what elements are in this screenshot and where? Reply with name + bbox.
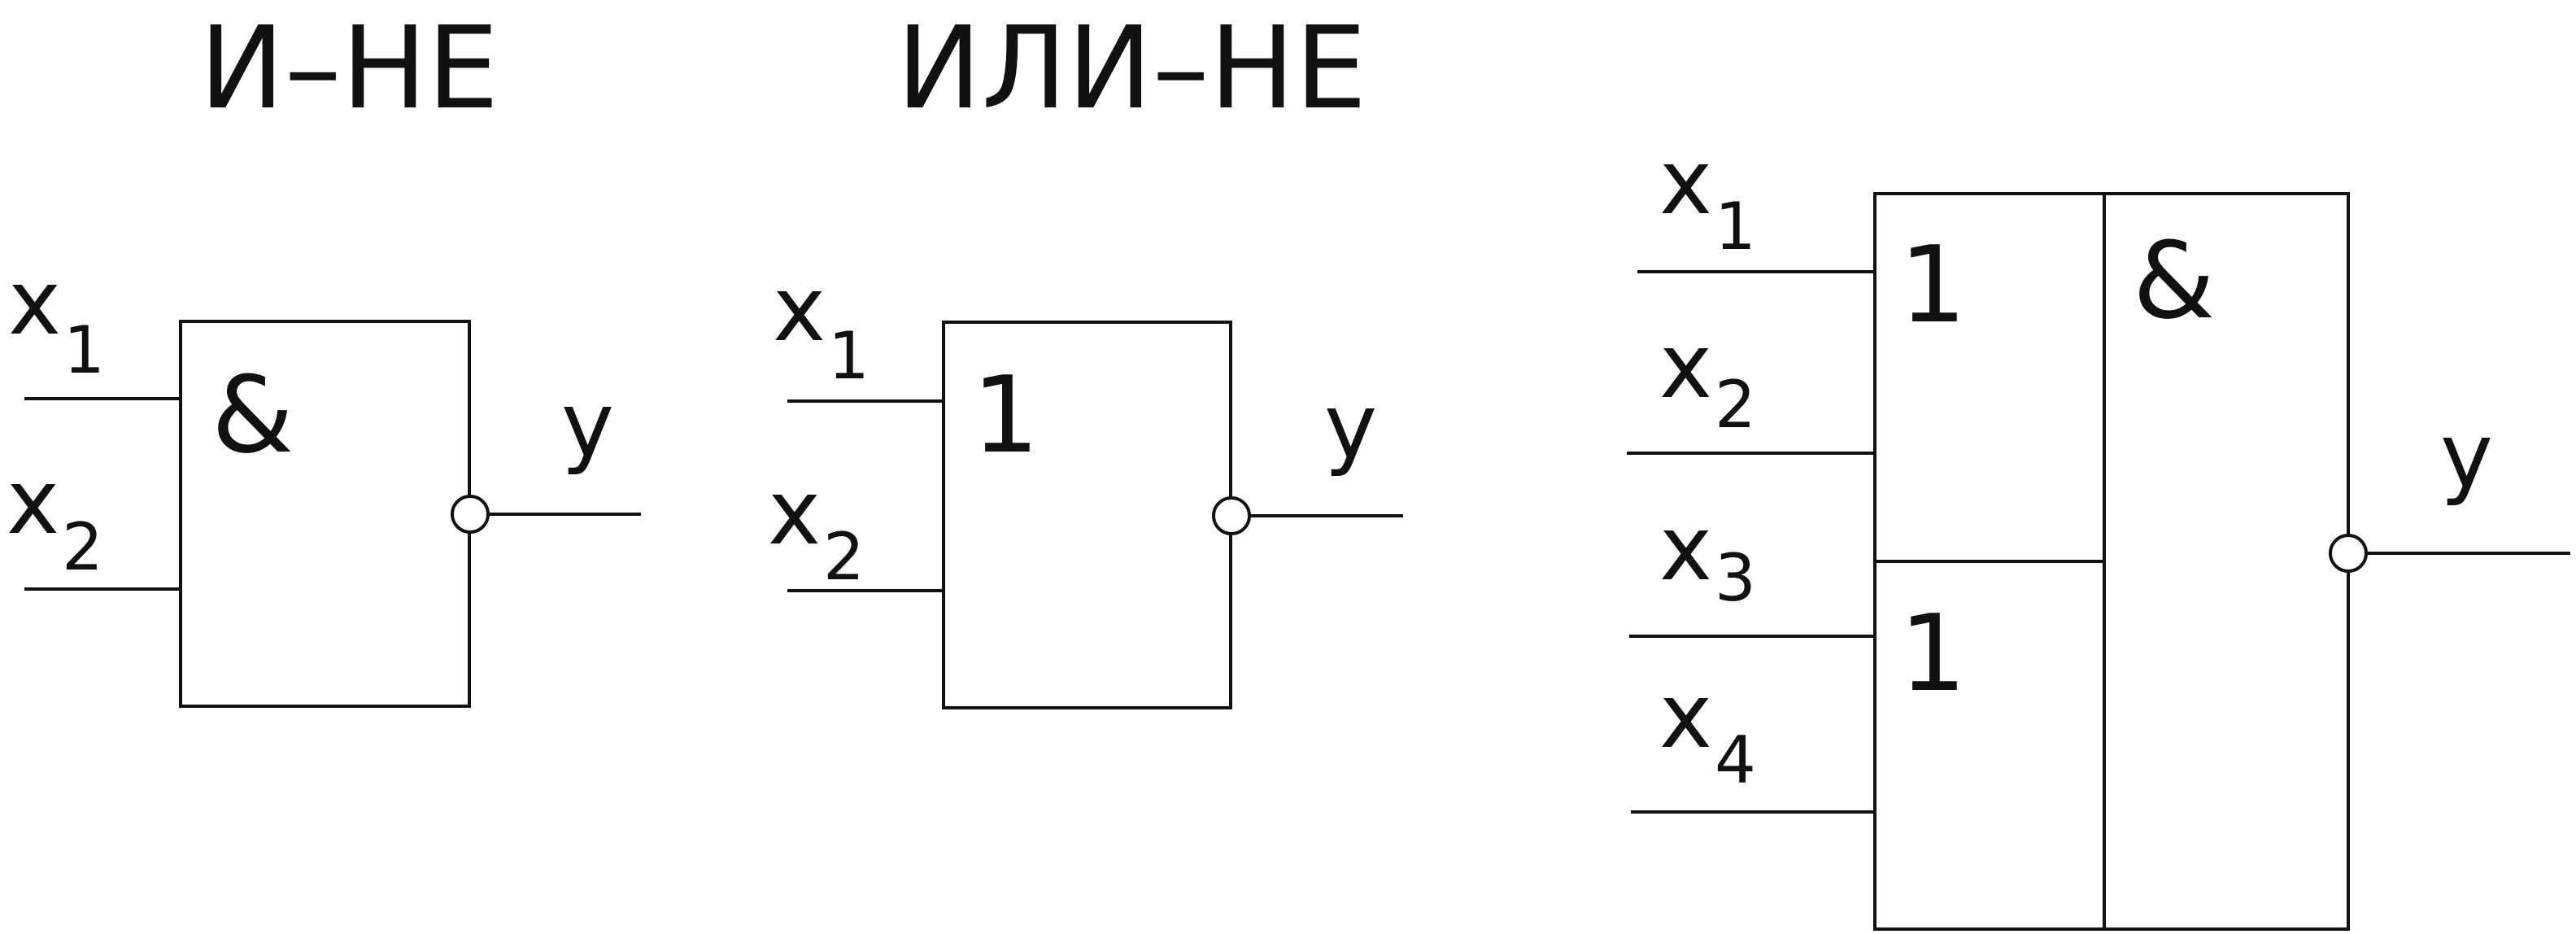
combined-output-label: y (2440, 404, 2493, 508)
and-block-symbol: & (2133, 219, 2215, 343)
nand-output-label: y (561, 373, 614, 477)
combined-input-3-index: 3 (1715, 540, 1756, 616)
nor-input-2-index: 2 (823, 519, 865, 595)
combined-input-1-index: 1 (1715, 189, 1756, 264)
nor-input-2-label: x (768, 460, 821, 565)
combined-inversion-bubble (2329, 534, 2368, 573)
nand-input-2-label: x (7, 450, 59, 554)
or-block-top-symbol: 1 (1899, 223, 1967, 347)
combined-input-2-index: 2 (1715, 367, 1756, 443)
nor-symbol: 1 (972, 353, 1040, 477)
combined-input-4-label: x (1659, 664, 1712, 768)
combined-input-1-label: x (1659, 130, 1712, 234)
nand-gate: И–НЕ x 1 x 2 & y (7, 2, 641, 708)
nand-input-1-label: x (8, 251, 61, 355)
nor-title: ИЛИ–НЕ (896, 2, 1366, 135)
nor-gate: ИЛИ–НЕ x 1 x 2 1 y (768, 2, 1403, 709)
combined-input-4-index: 4 (1715, 722, 1756, 798)
nand-input-1-index: 1 (63, 312, 105, 388)
combined-input-2-label: x (1659, 314, 1712, 418)
nand-title: И–НЕ (199, 2, 499, 135)
nor-input-1-index: 1 (828, 318, 870, 394)
nand-inversion-bubble (451, 495, 490, 534)
combined-gate: x 1 x 2 x 3 x 4 1 1 & y (1627, 130, 2570, 931)
nor-inversion-bubble (1212, 496, 1251, 535)
nand-input-2-index: 2 (62, 509, 103, 585)
combined-input-3-label: x (1659, 496, 1712, 600)
nand-symbol: & (211, 353, 294, 477)
nor-output-label: y (1324, 374, 1377, 478)
nor-input-1-label: x (773, 257, 826, 361)
or-block-bottom-symbol: 1 (1899, 591, 1967, 715)
